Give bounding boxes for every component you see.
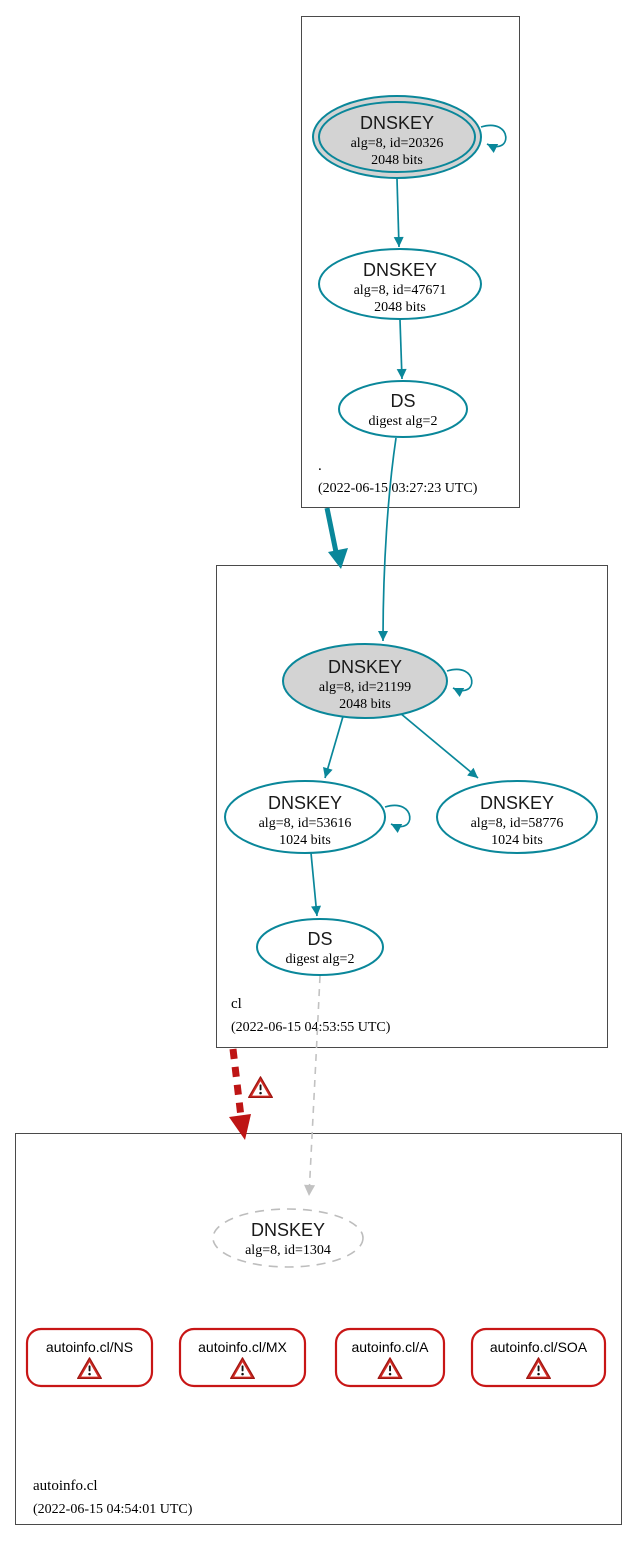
rrset-autoinfo-ns-label: autoinfo.cl/NS: [46, 1339, 133, 1355]
node-root-ds[interactable]: DS digest alg=2: [338, 380, 468, 438]
edge-delegation-root-cl-arrowhead: [328, 548, 348, 569]
node-cl-ds-title: DS: [307, 929, 332, 949]
zone-timestamp-autoinfo: (2022-06-15 04:54:01 UTC): [33, 1502, 193, 1517]
edge-cl-ds-to-autoinfo-dnskey-insecure: [304, 975, 321, 1197]
edge-cl-ksk-to-zsk2: [399, 712, 479, 779]
node-root-ds-title: DS: [390, 391, 415, 411]
node-root-ksk-title: DNSKEY: [360, 113, 434, 133]
zone-box-cl: [216, 565, 608, 1048]
zone-label-cl: cl: [231, 996, 242, 1012]
node-root-ds-detail1: digest alg=2: [369, 414, 438, 429]
zone-timestamp-root: (2022-06-15 03:27:23 UTC): [318, 481, 478, 496]
edge-root-zsk-to-ds: [396, 319, 407, 380]
edge-delegation-cl-autoinfo-bogus: [229, 1048, 245, 1118]
node-cl-zsk1-detail2: 1024 bits: [279, 833, 331, 848]
node-cl-zsk2-title: DNSKEY: [480, 793, 554, 813]
edge-cl-zsk1-selfloop: [384, 804, 411, 833]
node-root-zsk-title: DNSKEY: [363, 260, 437, 280]
zone-box-root: [301, 16, 520, 508]
edge-root-ksk-selfloop: [480, 124, 507, 153]
node-root-zsk-detail1: alg=8, id=47671: [354, 283, 447, 298]
rrset-autoinfo-a[interactable]: autoinfo.cl/A: [334, 1327, 446, 1388]
node-cl-zsk2-detail1: alg=8, id=58776: [471, 816, 564, 831]
node-cl-ds-detail1: digest alg=2: [286, 952, 355, 967]
node-root-zsk-detail2: 2048 bits: [374, 300, 426, 315]
node-cl-zsk1[interactable]: DNSKEY alg=8, id=53616 1024 bits: [224, 780, 386, 854]
node-cl-ksk-detail1: alg=8, id=21199: [319, 680, 411, 695]
node-cl-ksk-detail2: 2048 bits: [339, 697, 391, 712]
rrset-autoinfo-mx[interactable]: autoinfo.cl/MX: [178, 1327, 307, 1388]
edge-cl-ksk-to-zsk1: [323, 712, 345, 779]
node-cl-zsk1-detail1: alg=8, id=53616: [259, 816, 352, 831]
edge-root-ds-to-cl-ksk: [378, 437, 397, 642]
zone-timestamp-cl: (2022-06-15 04:53:55 UTC): [231, 1020, 391, 1035]
warning-icon: [248, 1076, 273, 1099]
rrset-autoinfo-soa[interactable]: autoinfo.cl/SOA: [470, 1327, 607, 1388]
node-autoinfo-dnskey-detail1: alg=8, id=1304: [245, 1243, 331, 1258]
rrset-autoinfo-soa-label: autoinfo.cl/SOA: [490, 1339, 588, 1355]
edge-cl-ksk-selfloop: [446, 668, 473, 697]
node-cl-ksk[interactable]: DNSKEY alg=8, id=21199 2048 bits: [282, 643, 448, 719]
node-cl-zsk1-title: DNSKEY: [268, 793, 342, 813]
node-autoinfo-dnskey-missing[interactable]: DNSKEY alg=8, id=1304: [212, 1208, 364, 1268]
zone-label-root: .: [318, 458, 322, 474]
node-cl-zsk2-detail2: 1024 bits: [491, 833, 543, 848]
node-root-ksk-detail1: alg=8, id=20326: [351, 136, 444, 151]
rrset-autoinfo-a-label: autoinfo.cl/A: [351, 1339, 429, 1355]
node-autoinfo-dnskey-title: DNSKEY: [251, 1220, 325, 1240]
node-root-ksk-detail2: 2048 bits: [371, 153, 423, 168]
node-cl-ksk-title: DNSKEY: [328, 657, 402, 677]
rrset-autoinfo-mx-label: autoinfo.cl/MX: [198, 1339, 287, 1355]
node-root-zsk[interactable]: DNSKEY alg=8, id=47671 2048 bits: [318, 248, 482, 320]
zone-label-autoinfo: autoinfo.cl: [33, 1478, 98, 1494]
rrset-autoinfo-ns[interactable]: autoinfo.cl/NS: [25, 1327, 154, 1388]
node-cl-ds[interactable]: DS digest alg=2: [256, 918, 384, 976]
edge-cl-zsk1-to-ds: [310, 852, 322, 917]
edge-delegation-cl-autoinfo-arrowhead: [229, 1114, 251, 1140]
edge-delegation-root-cl: [324, 507, 339, 553]
node-root-ksk[interactable]: DNSKEY alg=8, id=20326 2048 bits: [312, 95, 482, 179]
edge-root-ksk-to-zsk: [393, 178, 404, 248]
zone-box-autoinfo: [15, 1133, 622, 1525]
node-cl-zsk2[interactable]: DNSKEY alg=8, id=58776 1024 bits: [436, 780, 598, 854]
